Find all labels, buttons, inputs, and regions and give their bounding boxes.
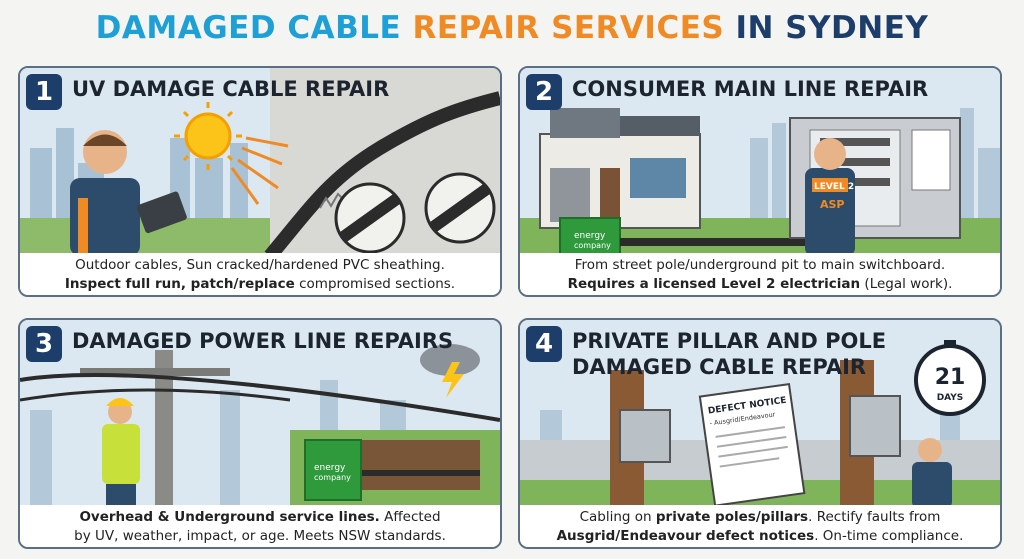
- panel-power-line: energy company 3 DAMAGED POWER LINE REPA…: [18, 318, 502, 549]
- caption-bold: private poles/pillars: [655, 509, 809, 525]
- caption-rest: (Legal work).: [860, 276, 953, 292]
- caption-line-2: Ausgrid/Endeavour defect notices. On-tim…: [520, 527, 1000, 546]
- private-pillar-illustration: DEFECT NOTICE - Ausgrid/Endeavour 21 DAY…: [520, 320, 1000, 508]
- caption-line-1: From street pole/underground pit to main…: [574, 257, 946, 273]
- badge-sub: ASP: [820, 198, 845, 211]
- sun-icon: [184, 112, 232, 160]
- panel-number: 4: [526, 326, 562, 362]
- bin-label: energy: [314, 463, 346, 473]
- caption-rest-2: . On-time compliance.: [814, 528, 964, 544]
- uv-damage-illustration: [20, 68, 500, 256]
- title-part-blue: DAMAGED CABLE: [95, 10, 413, 46]
- panel-title: CONSUMER MAIN LINE REPAIR: [572, 77, 929, 101]
- caption-rest: Affected: [379, 509, 441, 525]
- page-title: DAMAGED CABLE REPAIR SERVICES IN SYDNEY: [0, 10, 1024, 46]
- bin-sublabel: company: [574, 241, 611, 250]
- caption-line-2: Requires a licensed Level 2 electrician …: [520, 275, 1000, 294]
- consumer-main-illustration: energy company LEVEL 2 ASP: [520, 68, 1000, 256]
- caption-line-2: by UV, weather, impact, or age. Meets NS…: [74, 528, 446, 544]
- panel-consumer-main: energy company LEVEL 2 ASP 2 CONSUMER MA…: [518, 66, 1002, 297]
- panel-title: UV DAMAGE CABLE REPAIR: [72, 77, 390, 101]
- caption-bold: Requires a licensed Level 2 electrician: [567, 276, 861, 292]
- caption-line-1: Overhead & Underground service lines. Af…: [20, 508, 500, 527]
- caption-pre: Cabling on: [579, 509, 656, 525]
- power-line-illustration: energy company: [20, 320, 500, 508]
- panel-caption: Overhead & Underground service lines. Af…: [20, 505, 500, 547]
- caption-bold-2: Ausgrid/Endeavour defect notices: [556, 528, 815, 544]
- title-part-orange: REPAIR SERVICES: [412, 10, 725, 46]
- badge-text: LEVEL 2: [814, 182, 854, 192]
- panel-number: 1: [26, 74, 62, 110]
- caption-line-1: Cabling on private poles/pillars. Rectif…: [520, 508, 1000, 527]
- panel-caption: From street pole/underground pit to main…: [520, 253, 1000, 295]
- panel-title: PRIVATE PILLAR AND POLE DAMAGED CABLE RE…: [572, 328, 886, 380]
- caption-bold: Inspect full run, patch/replace: [64, 276, 295, 292]
- panel-caption: Outdoor cables, Sun cracked/hardened PVC…: [20, 253, 500, 295]
- caption-line-2: Inspect full run, patch/replace compromi…: [20, 275, 500, 294]
- panel-caption: Cabling on private poles/pillars. Rectif…: [520, 505, 1000, 547]
- caption-bold: Overhead & Underground service lines.: [79, 509, 380, 525]
- panel-number: 2: [526, 74, 562, 110]
- panel-title-line-1: PRIVATE PILLAR AND POLE: [572, 329, 887, 353]
- title-part-navy: IN SYDNEY: [724, 10, 929, 46]
- caption-line-1: Outdoor cables, Sun cracked/hardened PVC…: [75, 257, 445, 273]
- bin-sublabel: company: [314, 473, 351, 482]
- bin-label: energy: [574, 231, 606, 241]
- caption-rest: . Rectify faults from: [808, 509, 941, 525]
- panel-private-pillar: DEFECT NOTICE - Ausgrid/Endeavour 21 DAY…: [518, 318, 1002, 549]
- storm-cloud-icon: [420, 344, 480, 376]
- timer-unit: DAYS: [937, 393, 964, 403]
- panel-title: DAMAGED POWER LINE REPAIRS: [72, 329, 454, 353]
- panel-title-line-2: DAMAGED CABLE REPAIR: [572, 355, 867, 379]
- timer-value: 21: [935, 365, 966, 390]
- panel-uv-damage: 1 UV DAMAGE CABLE REPAIR Outdoor cables,…: [18, 66, 502, 297]
- caption-rest: compromised sections.: [294, 276, 456, 292]
- panel-number: 3: [26, 326, 62, 362]
